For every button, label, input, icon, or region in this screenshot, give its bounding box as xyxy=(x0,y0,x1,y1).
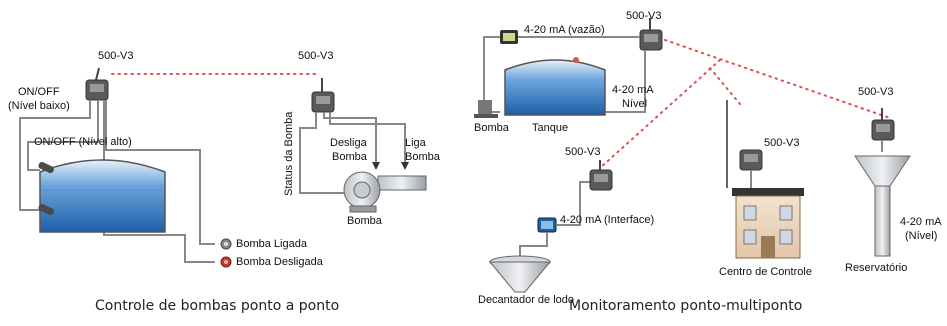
radio-label-lodo: 500-V3 xyxy=(565,146,601,158)
desliga-label-2: Bomba xyxy=(332,151,367,163)
legend-on-label: Bomba Ligada xyxy=(236,238,307,250)
tank-left xyxy=(38,159,166,233)
wire-status xyxy=(299,112,355,194)
flow-meter-icon xyxy=(500,30,518,44)
legend-off-label: Bomba Desligada xyxy=(236,256,323,268)
onoff-low-label-2: (Nível baixo) xyxy=(8,100,70,112)
decanter-label: Decantador de lodo xyxy=(478,294,575,306)
radio-label-res: 500-V3 xyxy=(858,86,894,98)
liga-label-1: Liga xyxy=(405,137,426,149)
radio-device-right-top xyxy=(639,18,663,51)
tank-label: Tanque xyxy=(532,122,569,134)
tank-right xyxy=(504,57,606,116)
radio-label-center: 500-V3 xyxy=(764,137,800,149)
flow-label: 4-20 mA (vazão) xyxy=(524,24,605,36)
pump-right-icon xyxy=(474,100,498,118)
radio-link-right-1 xyxy=(664,39,891,119)
control-center-label: Centro de Controle xyxy=(719,266,812,278)
radio-device-lodo xyxy=(589,160,613,191)
interface-label: 4-20 mA (Interface) xyxy=(560,214,655,226)
reservoir-label: Reservatório xyxy=(845,262,908,274)
wire-liga xyxy=(329,112,406,168)
radio-label-left-a: 500-V3 xyxy=(98,50,134,62)
level-label-1: 4-20 mA xyxy=(612,84,654,96)
res-level-label-1: 4-20 mA xyxy=(900,216,942,228)
caption-left: Controle de bombas ponto a ponto xyxy=(95,298,340,314)
caption-right: Monitoramento ponto-multiponto xyxy=(569,298,803,314)
radio-device-left-b xyxy=(311,78,335,113)
radio-label-right-top: 500-V3 xyxy=(626,10,662,22)
radio-link-right-3 xyxy=(709,67,741,105)
wire-high-level xyxy=(27,100,99,171)
control-center-building xyxy=(726,100,804,259)
pump-label-right: Bomba xyxy=(474,122,509,134)
radio-link-right-2 xyxy=(599,59,721,169)
onoff-high-label: ON/OFF (Nível alto) xyxy=(34,136,132,148)
onoff-low-label-1: ON/OFF xyxy=(18,86,60,98)
desliga-label-1: Desliga xyxy=(330,137,367,149)
radio-device-left-a xyxy=(85,67,109,101)
res-level-label-2: (Nível) xyxy=(905,230,938,242)
decanter-icon xyxy=(488,181,593,293)
radio-label-left-b: 500-V3 xyxy=(298,50,334,62)
pump-label-left: Bomba xyxy=(347,215,382,227)
status-label: Status da Bomba xyxy=(283,111,295,196)
wire-low-level xyxy=(19,100,91,211)
liga-label-2: Bomba xyxy=(405,151,440,163)
reservoir-icon xyxy=(854,108,911,257)
level-label-2: Nível xyxy=(622,98,648,110)
wire-legend-2 xyxy=(105,100,215,245)
wire-desliga xyxy=(323,112,377,168)
pump-left-icon xyxy=(343,171,427,213)
